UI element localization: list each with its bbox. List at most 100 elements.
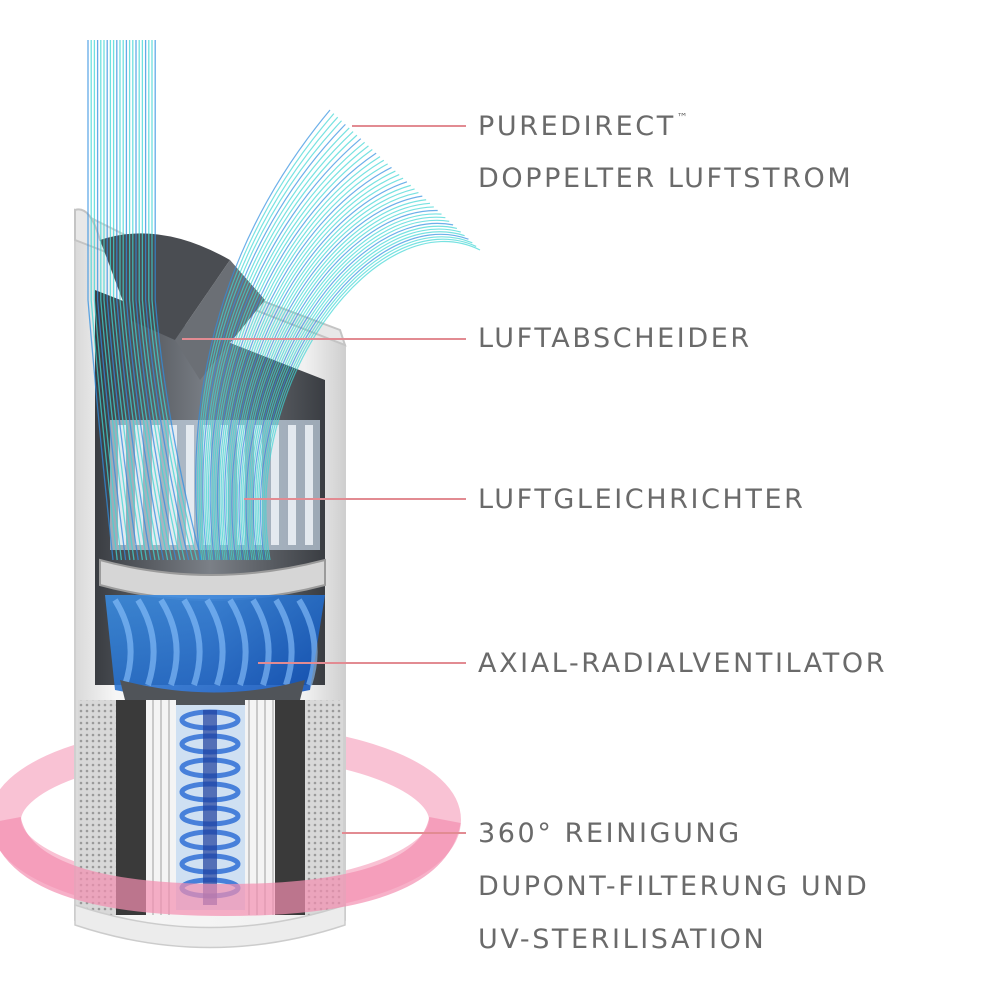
airflow-line (148, 40, 194, 561)
leader-puredirect (352, 125, 466, 127)
airflow-line (259, 233, 469, 561)
airflow-line (243, 206, 434, 561)
airflow-line (128, 40, 169, 561)
airflow-line (231, 181, 408, 561)
airflow-line (122, 40, 160, 561)
airflow-line (224, 166, 392, 561)
airflow-line (229, 177, 404, 561)
airflow-line (254, 225, 458, 561)
label-separator: LUFTABSCHEIDER (478, 323, 752, 354)
straightener-vane (271, 425, 279, 545)
airflow-line (90, 40, 118, 561)
airflow-line (218, 156, 381, 561)
airflow-curved-stream (195, 109, 481, 561)
airflow-line (265, 241, 481, 561)
airflow-line (256, 228, 461, 561)
airflow-line (106, 40, 139, 561)
fan-blade (296, 598, 318, 686)
airflow-line (215, 149, 373, 561)
label-straightener: LUFTGLEICHRICHTER (478, 484, 806, 515)
ring-front (0, 816, 461, 917)
airflow-line (213, 145, 369, 561)
airflow-line (249, 216, 446, 561)
airflow-line (209, 138, 362, 561)
airflow-line (205, 131, 354, 561)
airflow-line (211, 141, 365, 561)
airflow-line (233, 184, 411, 561)
airflow-line (207, 134, 358, 561)
fan-blade (204, 598, 226, 686)
airflow-line (245, 209, 438, 561)
airflow-line (138, 40, 181, 561)
airflow-line (119, 40, 156, 561)
airflow-line (196, 113, 335, 561)
airflow-line (236, 191, 419, 561)
label-filter-line3: UV-STERILISATION (478, 924, 767, 955)
trademark-symbol: ™ (676, 111, 688, 124)
airflow-line (200, 120, 342, 561)
airflow-line (100, 40, 131, 561)
straightener-vane (288, 425, 296, 545)
airflow-line (247, 213, 442, 561)
airflow-vertical-stream (87, 40, 202, 561)
airflow-line (226, 170, 396, 561)
uv-lamp (203, 710, 217, 905)
label-fan: AXIAL-RADIALVENTILATOR (478, 648, 888, 679)
fan-blade (273, 598, 295, 686)
fan-blade (250, 598, 272, 686)
airflow-line (258, 231, 465, 561)
airflow-line (154, 40, 202, 561)
straightener-vane (305, 425, 313, 545)
leader-fan (258, 662, 466, 664)
airflow-line (198, 116, 339, 561)
airflow-line (261, 236, 473, 561)
airflow-line (251, 219, 450, 561)
fan-blade (135, 598, 157, 686)
airflow-line (87, 40, 114, 561)
straightener-vane (186, 425, 194, 545)
airflow-line (238, 195, 423, 561)
label-filter-line1: 360° REINIGUNG (478, 818, 742, 849)
fan-blade (227, 598, 249, 686)
airflow-line (220, 159, 385, 561)
airflow-line (204, 127, 350, 561)
airflow-line (141, 40, 186, 561)
airflow-line (222, 163, 388, 561)
airflow-line (227, 174, 400, 561)
airflow-line (112, 40, 148, 561)
straightener-vane (220, 425, 228, 545)
leader-straightener (244, 498, 466, 500)
label-puredirect-line1: PUREDIRECT (478, 111, 676, 142)
airflow-line (151, 40, 198, 561)
airflow-line (252, 222, 454, 561)
airflow-line (109, 40, 144, 561)
straightener-vane (152, 425, 160, 545)
straightener-vane (118, 425, 126, 545)
airflow-line (195, 109, 331, 561)
purifier-base (74, 903, 346, 949)
airflow-line (240, 199, 427, 561)
airflow-line (116, 40, 152, 561)
airflow-line (93, 40, 123, 561)
airflow-line (96, 40, 127, 561)
airflow-line (202, 123, 346, 561)
airflow-line (263, 238, 477, 561)
fan-blade (112, 598, 134, 686)
fan-blade (181, 598, 203, 686)
airflow-line (132, 40, 173, 561)
airflow-line (144, 40, 190, 561)
leader-separator (182, 338, 466, 340)
airflow-line (103, 40, 135, 561)
airflow-line (242, 202, 431, 561)
airflow-line (135, 40, 177, 561)
leader-filter (342, 832, 466, 834)
airflow-line (125, 40, 165, 561)
straightener-vane (169, 425, 177, 545)
label-puredirect-line2: DOPPELTER LUFTSTROM (478, 163, 854, 194)
airflow-line (234, 188, 415, 561)
airflow-line (216, 152, 377, 561)
label-puredirect: PUREDIRECT™ (478, 112, 688, 140)
fan-blade (158, 598, 180, 686)
